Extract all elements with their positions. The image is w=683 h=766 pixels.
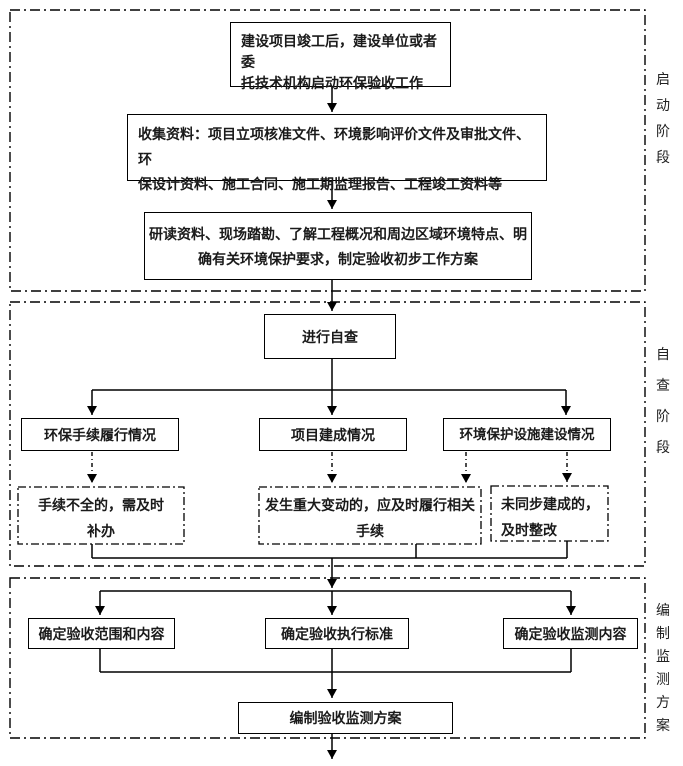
node-major-change-text: 发生重大变动的，应及时履行相关 手续	[265, 497, 475, 539]
dashed-result-boxes	[17, 485, 609, 545]
node-major-change: 发生重大变动的，应及时履行相关 手续	[259, 487, 481, 544]
phase-label-startup: 启 动 阶 段	[656, 73, 670, 166]
node-not-synchronized-text: 未同步建成的， 及时整改	[501, 496, 599, 538]
node-not-synchronized: 未同步建成的， 及时整改	[491, 486, 608, 541]
phase-label-monitoring-plan: 编 制 监 测 方 案	[656, 604, 670, 734]
node-study: 研读资料、现场踏勘、了解工程概况和周边区域环境特点、明 确有关环境保护要求，制定…	[144, 212, 532, 280]
node-execution-standard: 确定验收执行标准	[265, 618, 409, 649]
node-procedure-status: 环保手续履行情况	[21, 418, 179, 451]
node-facility-status-text: 环境保护设施建设情况	[459, 426, 595, 442]
node-execution-standard-text: 确定验收执行标准	[281, 625, 393, 642]
node-completion-status-text: 项目建成情况	[291, 426, 375, 443]
node-study-text: 研读资料、现场踏勘、了解工程概况和周边区域环境特点、明 确有关环境保护要求，制定…	[149, 226, 527, 267]
phase-borders	[9, 9, 646, 739]
node-collect-text: 收集资料：项目立项核准文件、环境影响评价文件及审批文件、环 保设计资料、施工合同…	[138, 126, 530, 192]
phase-label-self-check: 自 查 阶 段	[656, 348, 670, 456]
node-compile-plan-text: 编制验收监测方案	[289, 710, 402, 726]
node-monitoring-content-text: 确定验收监测内容	[514, 625, 627, 642]
dashed-arrows	[87, 452, 572, 483]
flow-arrows	[87, 87, 576, 759]
incomplete-procedure-box-border	[17, 486, 185, 545]
node-monitoring-content: 确定验收监测内容	[503, 618, 638, 649]
node-start: 建设项目竣工后，建设单位或者委 托技术机构启动环保验收工作	[230, 22, 451, 91]
node-scope-content-text: 确定验收范围和内容	[38, 625, 165, 642]
self-check-phase-border	[9, 301, 646, 567]
monitoring-plan-phase-border	[9, 577, 646, 739]
node-start-text: 建设项目竣工后，建设单位或者委 托技术机构启动环保验收工作	[241, 33, 437, 91]
node-self-check: 进行自查	[264, 314, 396, 359]
node-incomplete-procedure-text: 手续不全的，需及时 补办	[38, 497, 164, 539]
node-facility-status: 环境保护设施建设情况	[443, 418, 611, 451]
not-synchronized-box-border	[490, 485, 609, 542]
node-self-check-text: 进行自查	[302, 328, 358, 345]
startup-phase-border	[9, 9, 646, 292]
node-collect: 收集资料：项目立项核准文件、环境影响评价文件及审批文件、环 保设计资料、施工合同…	[127, 114, 547, 192]
major-change-box-border	[258, 486, 482, 545]
node-incomplete-procedure: 手续不全的，需及时 补办	[18, 487, 184, 544]
node-procedure-status-text: 环保手续履行情况	[44, 426, 156, 443]
node-compile-plan: 编制验收监测方案	[238, 702, 453, 734]
node-scope-content: 确定验收范围和内容	[28, 618, 175, 649]
node-completion-status: 项目建成情况	[259, 418, 407, 451]
